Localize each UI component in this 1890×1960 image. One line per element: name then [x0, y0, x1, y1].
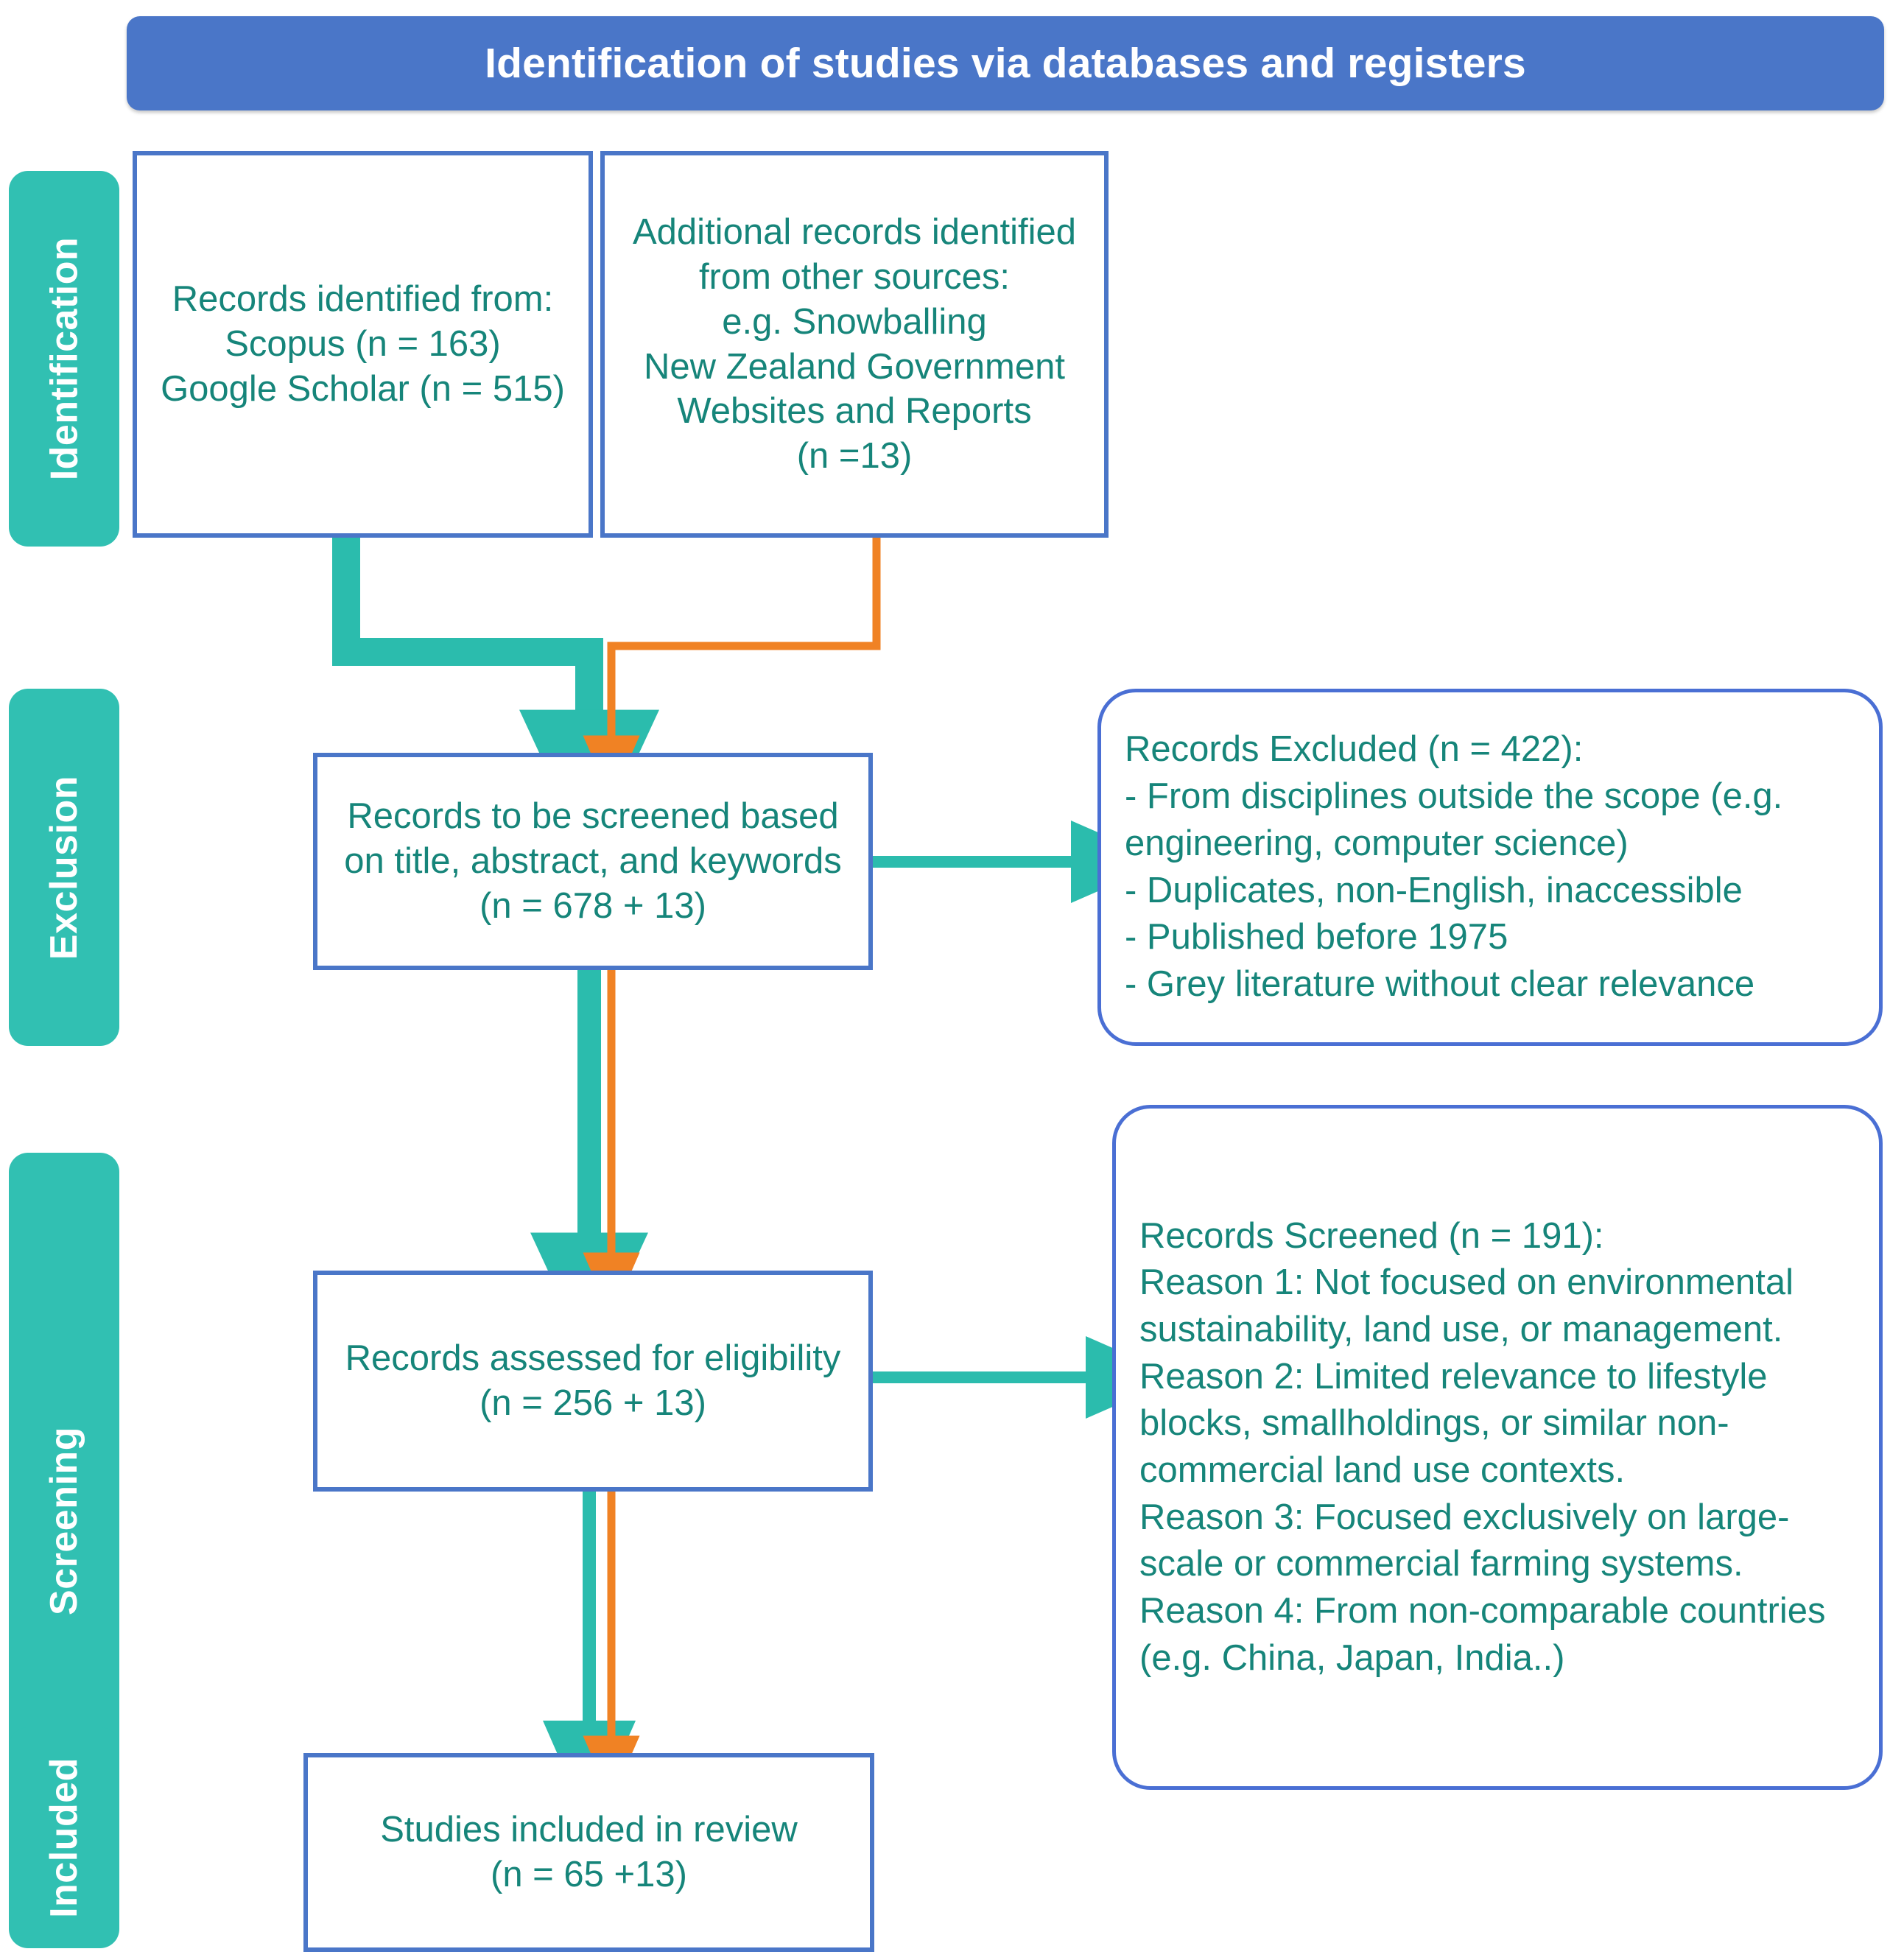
stage-tab-included-label: Included — [43, 1757, 86, 1918]
arrow-additional-to-screened — [583, 538, 881, 801]
stage-tab-identification: Identification — [9, 171, 119, 547]
stage-tab-exclusion-label: Exclusion — [43, 775, 86, 960]
box-additional-records-text: Additional records identified from other… — [633, 212, 1076, 476]
box-records-assessed-text: Records assessed for eligibility (n = 25… — [345, 1338, 841, 1423]
box-records-to-screen-text: Records to be screened based on title, a… — [344, 796, 842, 926]
page-title: Identification of studies via databases … — [485, 39, 1526, 87]
box-studies-included: Studies included in review (n = 65 +13) — [303, 1753, 874, 1952]
panel-records-excluded-text: Records Excluded (n = 422): - From disci… — [1125, 729, 1783, 1004]
box-records-to-screen: Records to be screened based on title, a… — [313, 753, 873, 970]
box-studies-included-text: Studies included in review (n = 65 +13) — [380, 1810, 798, 1894]
stage-tab-included: Included — [9, 1727, 119, 1948]
panel-records-screened-text: Records Screened (n = 191): Reason 1: No… — [1139, 1215, 1826, 1678]
box-records-identified-text: Records identified from: Scopus (n = 163… — [161, 279, 565, 409]
panel-records-screened: Records Screened (n = 191): Reason 1: No… — [1112, 1105, 1883, 1790]
box-records-assessed: Records assessed for eligibility (n = 25… — [313, 1271, 873, 1492]
panel-records-excluded: Records Excluded (n = 422): - From disci… — [1097, 689, 1883, 1046]
arrow-identified-to-screened — [332, 538, 659, 861]
box-additional-records: Additional records identified from other… — [600, 151, 1109, 538]
stage-tab-identification-label: Identification — [43, 236, 85, 481]
stage-tab-screening-label: Screening — [43, 1427, 86, 1615]
diagram-header-banner: Identification of studies via databases … — [127, 16, 1884, 110]
box-records-identified: Records identified from: Scopus (n = 163… — [133, 151, 593, 538]
stage-tab-exclusion: Exclusion — [9, 689, 119, 1046]
